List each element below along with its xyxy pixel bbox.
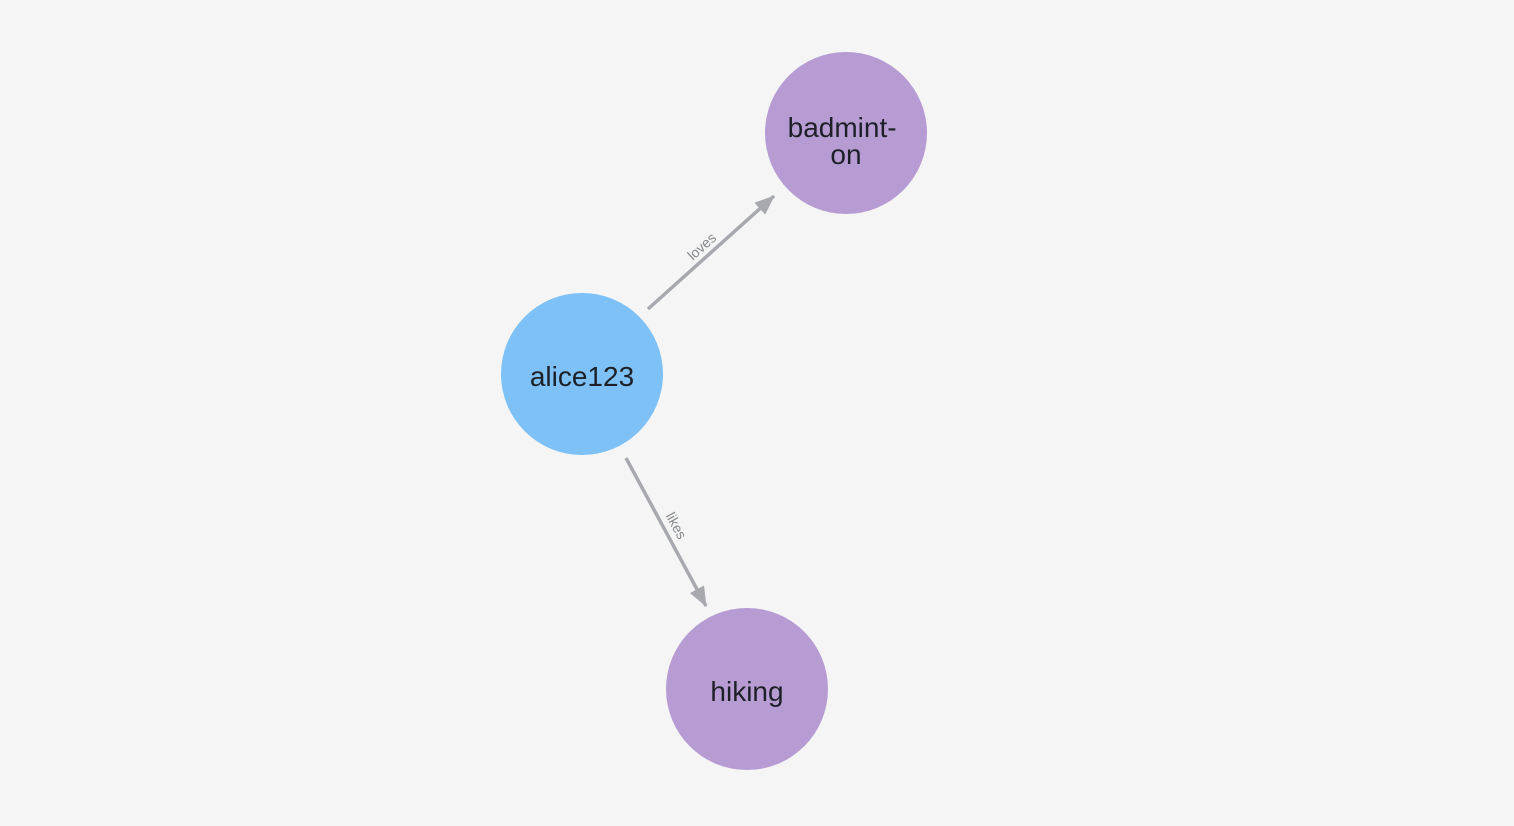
node-group-hiking: hiking (666, 608, 828, 770)
node-alice123[interactable] (501, 293, 663, 455)
node-group-alice123: alice123 (501, 293, 663, 455)
edge-loves[interactable] (646, 194, 776, 311)
node-hiking[interactable] (666, 608, 828, 770)
edge-likes[interactable] (624, 457, 708, 607)
node-group-badminton: badmint- on (765, 52, 927, 214)
node-badminton[interactable] (765, 52, 927, 214)
